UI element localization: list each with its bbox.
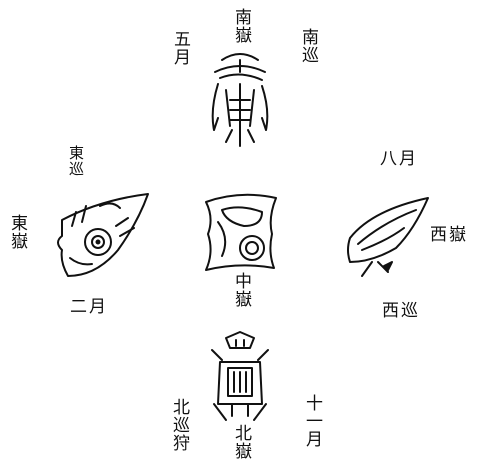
- west-peak-label: 西嶽: [430, 225, 468, 245]
- south-peak-label: 南嶽: [231, 8, 251, 44]
- west-peak-seal: [347, 197, 429, 277]
- north-peak-seal: [211, 331, 269, 421]
- east-month-label: 二月: [70, 297, 108, 317]
- west-month-label: 八月: [380, 149, 418, 169]
- south-peak-seal: [211, 53, 269, 147]
- south-month-label: 五月: [170, 30, 190, 66]
- east-peak-seal: [57, 193, 149, 277]
- north-month-label: 十一月: [302, 394, 322, 448]
- west-note-label: 西巡: [382, 301, 420, 321]
- south-note-label: 南巡: [298, 28, 318, 64]
- east-peak-label: 東嶽: [7, 214, 27, 250]
- center-peak-seal: [205, 193, 277, 271]
- north-note-label: 北巡狩: [169, 398, 189, 452]
- north-peak-label: 北嶽: [231, 424, 251, 460]
- center-peak-label: 中嶽: [231, 272, 251, 308]
- east-note-label: 東巡: [67, 145, 85, 177]
